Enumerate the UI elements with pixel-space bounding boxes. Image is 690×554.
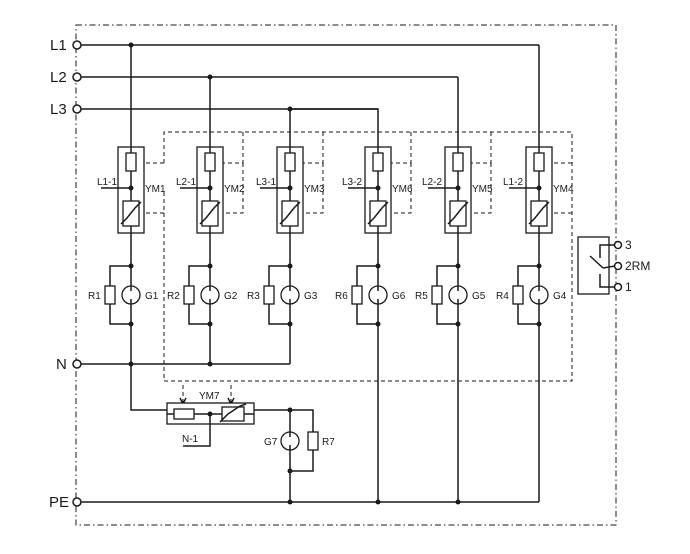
monitoring-loop	[163, 131, 573, 382]
svg-text:R3: R3	[247, 291, 260, 302]
svg-text:G1: G1	[145, 291, 159, 302]
module-l3-1: L3-1 YM3	[256, 132, 325, 234]
svg-text:L1-2: L1-2	[503, 177, 523, 188]
svg-text:G3: G3	[304, 291, 318, 302]
module-n-1: YM7 N-1	[166, 383, 255, 447]
svg-text:L1-1: L1-1	[97, 177, 117, 188]
svg-text:G4: G4	[553, 291, 567, 302]
svg-text:YM6: YM6	[392, 184, 413, 195]
svg-text:R5: R5	[415, 291, 428, 302]
svg-text:L3: L3	[50, 101, 67, 118]
svg-text:L3-1: L3-1	[256, 177, 276, 188]
svg-text:R6: R6	[335, 291, 348, 302]
svg-text:L2: L2	[50, 69, 67, 86]
terminal-n: N	[56, 356, 82, 373]
branch-wire-6	[290, 108, 379, 502]
module-l1-2: L1-2 YM4	[503, 146, 574, 234]
svg-text:YM1: YM1	[145, 184, 166, 195]
svg-text:R1: R1	[88, 291, 101, 302]
svg-text:YM4: YM4	[553, 184, 574, 195]
module-l2-2: L2-2 YM5	[422, 132, 493, 234]
enclosure-outline	[75, 24, 617, 526]
svg-text:R2: R2	[167, 291, 180, 302]
svg-text:G2: G2	[224, 291, 238, 302]
gdt-branch-2: R2 G2	[167, 263, 238, 327]
svg-text:L3-2: L3-2	[342, 177, 362, 188]
svg-text:L2-2: L2-2	[422, 177, 442, 188]
svg-text:L1: L1	[50, 37, 67, 54]
module-l2-1: L2-1 YM2	[176, 132, 245, 234]
svg-text:G7: G7	[264, 437, 278, 448]
gdt-branch-1: R1 G1	[88, 263, 159, 327]
module-l3-2: L3-2 YM6	[342, 132, 413, 234]
svg-text:YM5: YM5	[472, 184, 493, 195]
svg-text:YM3: YM3	[304, 184, 325, 195]
svg-text:3: 3	[625, 238, 632, 252]
svg-text:R7: R7	[322, 437, 335, 448]
gdt-branch-4: R4 G4	[496, 263, 567, 327]
svg-text:L2-1: L2-1	[176, 177, 196, 188]
svg-text:1: 1	[625, 280, 632, 294]
svg-text:G5: G5	[472, 291, 486, 302]
svg-text:R4: R4	[496, 291, 509, 302]
terminal-pe: PE	[49, 494, 82, 511]
svg-text:2RM: 2RM	[625, 259, 650, 273]
gdt-branch-6: R6 G6	[335, 263, 406, 327]
svg-text:PE: PE	[49, 494, 69, 511]
svg-text:YM7: YM7	[199, 391, 220, 402]
svg-text:G6: G6	[392, 291, 406, 302]
gdt-branch-7: G7 R7	[264, 407, 335, 474]
module-l1-1: L1-1 YM1	[97, 146, 166, 234]
terminal-l3: L3	[50, 101, 82, 118]
svg-text:N: N	[56, 356, 67, 373]
svg-text:N-1: N-1	[182, 434, 199, 445]
terminal-l2: L2	[50, 69, 82, 86]
gdt-branch-3: R3 G3	[247, 263, 318, 327]
terminal-l1: L1	[50, 37, 82, 54]
gdt-branch-5: R5 G5	[415, 263, 486, 327]
svg-text:YM2: YM2	[224, 184, 245, 195]
remote-signal-contact: 3 2RM 1	[577, 236, 650, 295]
